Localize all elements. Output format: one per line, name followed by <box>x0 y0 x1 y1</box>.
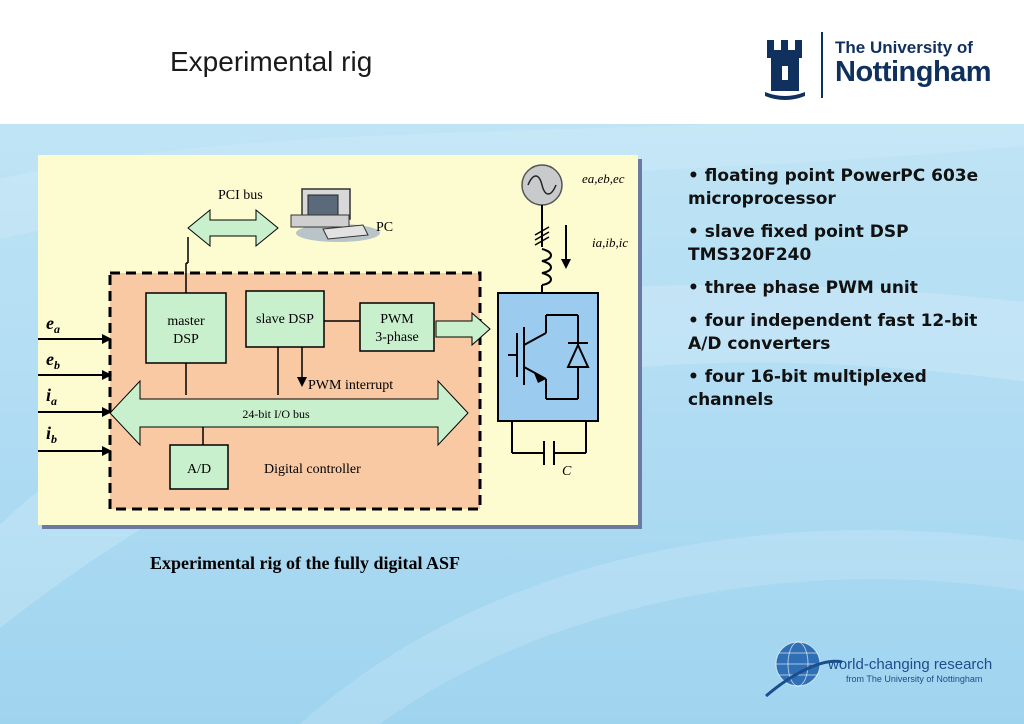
slide-title: Experimental rig <box>170 46 373 77</box>
feature-item: • four 16-bit multiplexed channels <box>688 367 927 410</box>
rig-diagram: PCI bus PC master DSP slave DSP PWM inte… <box>38 155 642 529</box>
globe-logo-icon <box>765 641 843 698</box>
pwm-interrupt-label: PWM interrupt <box>308 378 393 393</box>
inductor-icon <box>541 248 552 286</box>
ac-source-icon <box>521 164 563 206</box>
pci-bus-arrow <box>187 208 279 248</box>
input-label-ia: ia <box>46 385 57 408</box>
feature-item: • slave fixed point DSP TMS320F240 <box>688 222 909 265</box>
diagram-caption: Experimental rig of the fully digital AS… <box>150 553 460 573</box>
castle-crest-icon <box>765 40 805 100</box>
feature-item: • floating point PowerPC 603e microproce… <box>688 166 979 209</box>
source-currents-label: ia,ib,ic <box>592 235 628 250</box>
input-label-eb: eb <box>46 349 60 372</box>
pwm-line-2: 3-phase <box>375 330 419 345</box>
footer-subtagline: from The University of Nottingham <box>846 674 983 684</box>
io-bus-label: 24-bit I/O bus <box>242 407 310 421</box>
master-dsp-line-2: DSP <box>173 332 199 347</box>
feature-item: • four independent fast 12-bit A/D conve… <box>688 311 978 354</box>
pwm-output-arrow <box>435 311 491 347</box>
slide-header: Experimental rig The University of Notti… <box>0 0 1024 124</box>
ad-label: A/D <box>187 462 211 477</box>
slave-dsp-block <box>245 290 325 348</box>
footer-tagline: world-changing research <box>828 656 993 673</box>
pwm-block <box>359 302 435 352</box>
logo-line-1: The University of <box>835 38 973 57</box>
slave-dsp-label: slave DSP <box>256 312 314 327</box>
io-bus-arrow <box>109 379 469 447</box>
input-label-ib: ib <box>46 423 57 446</box>
logo-line-2: Nottingham <box>835 56 992 88</box>
pc-icon <box>290 188 380 242</box>
master-dsp-line-1: master <box>167 314 205 329</box>
input-label-ea: ea <box>46 313 60 336</box>
pwm-line-1: PWM <box>380 312 414 327</box>
digital-controller-label: Digital controller <box>264 462 361 477</box>
ad-block <box>169 444 229 490</box>
feature-list: • floating point PowerPC 603e microproce… <box>688 165 988 422</box>
pci-bus-label: PCI bus <box>218 188 263 203</box>
university-logo <box>765 32 823 100</box>
source-voltages-label: ea,eb,ec <box>582 171 625 186</box>
master-dsp-block <box>145 292 227 364</box>
feature-item: • three phase PWM unit <box>688 278 918 298</box>
pc-label: PC <box>376 220 393 235</box>
logo-divider <box>821 32 823 98</box>
capacitor-label: C <box>562 464 572 479</box>
